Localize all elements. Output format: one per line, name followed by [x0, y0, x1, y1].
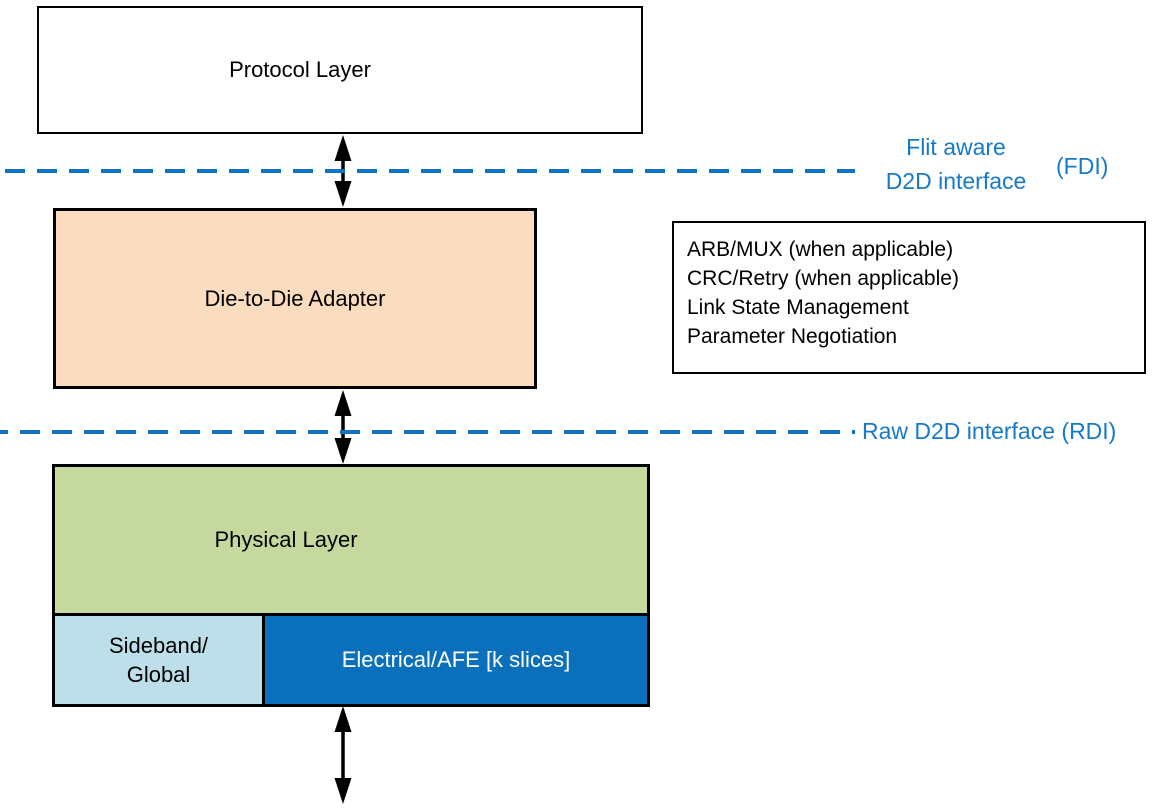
rdi-label: Raw D2D interface (RDI) — [862, 418, 1117, 444]
physical-layer-box: Physical Layer — [52, 464, 650, 616]
fdi-label-line2: D2D interface — [885, 168, 1027, 194]
protocol-layer-box: Protocol Layer — [37, 6, 643, 134]
adapter-functions-box: ARB/MUX (when applicable) CRC/Retry (whe… — [672, 221, 1146, 374]
adapter-function-arb-mux: ARB/MUX (when applicable) — [687, 238, 954, 261]
rdi-dashed-line — [0, 430, 855, 434]
fdi-label-line1: Flit aware — [906, 134, 1006, 160]
sideband-global-box: Sideband/ Global — [55, 616, 265, 704]
adapter-function-crc-retry: CRC/Retry (when applicable) — [687, 267, 959, 290]
die-to-die-adapter-label: Die-to-Die Adapter — [204, 285, 386, 311]
double-arrow-external-link-icon — [334, 706, 352, 804]
sideband-label-line1: Sideband/ — [108, 633, 209, 658]
adapter-function-param-negotiation: Parameter Negotiation — [687, 325, 898, 348]
electrical-afe-box: Electrical/AFE [k slices] — [265, 616, 647, 704]
adapter-function-link-state: Link State Management — [687, 296, 909, 319]
sideband-label-line2: Global — [126, 662, 191, 687]
adapter-functions-list: ARB/MUX (when applicable) CRC/Retry (whe… — [674, 223, 1144, 351]
fdi-abbreviation: (FDI) — [1056, 153, 1109, 179]
physical-layer-label: Physical Layer — [214, 527, 358, 552]
fdi-label: Flit aware D2D interface — [858, 130, 1054, 198]
die-to-die-adapter-box: Die-to-Die Adapter — [53, 208, 537, 389]
protocol-layer-label: Protocol Layer — [229, 57, 371, 82]
double-arrow-adapter-physical-icon — [334, 390, 352, 464]
physical-sublayer-strip: Sideband/ Global Electrical/AFE [k slice… — [52, 613, 650, 707]
electrical-afe-label: Electrical/AFE [k slices] — [341, 647, 571, 672]
fdi-dashed-line — [5, 169, 855, 173]
